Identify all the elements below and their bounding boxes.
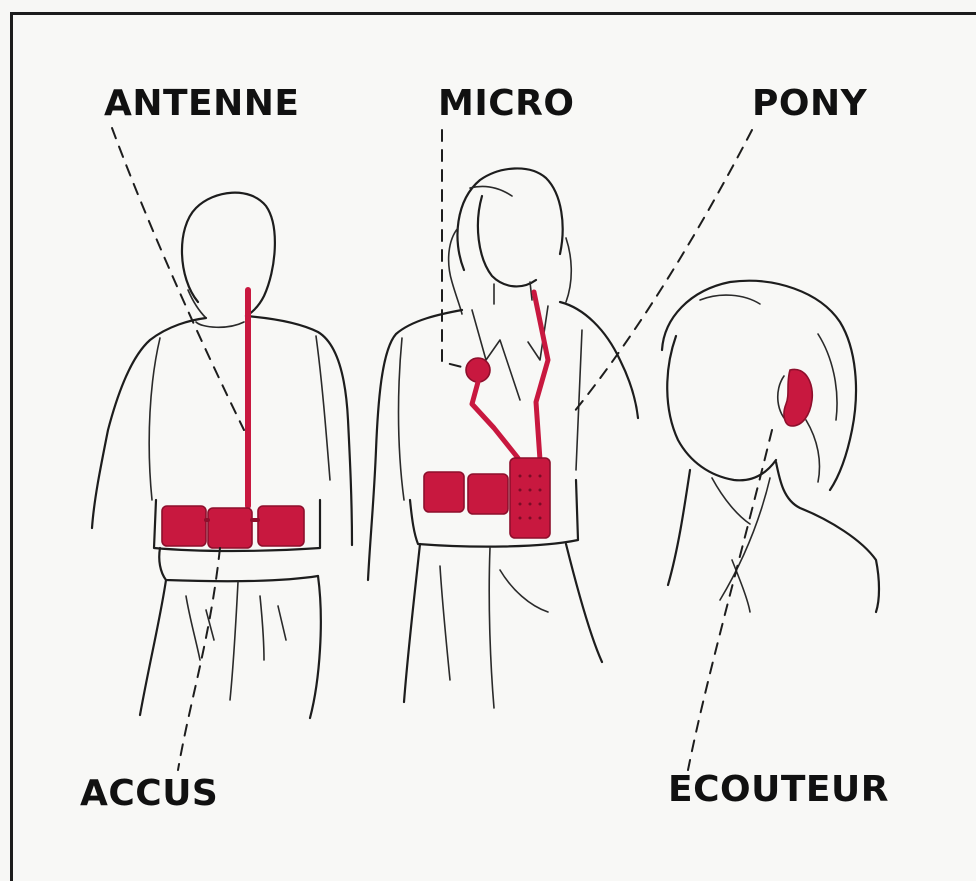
leader-lines — [112, 128, 772, 770]
leader-antenne — [112, 128, 244, 430]
leader-ecouteur — [688, 430, 772, 770]
label-antenne: ANTENNE — [104, 86, 300, 122]
figure-front-view — [368, 168, 638, 708]
label-micro: MICRO — [438, 86, 574, 122]
leader-pony — [574, 130, 752, 412]
leader-micro — [442, 130, 466, 368]
figure-head-earphone — [662, 281, 879, 612]
label-pony: PONY — [752, 86, 867, 122]
figure-back-view — [92, 193, 352, 718]
label-ecouteur: ECOUTEUR — [668, 772, 889, 808]
label-accus: ACCUS — [80, 776, 218, 812]
